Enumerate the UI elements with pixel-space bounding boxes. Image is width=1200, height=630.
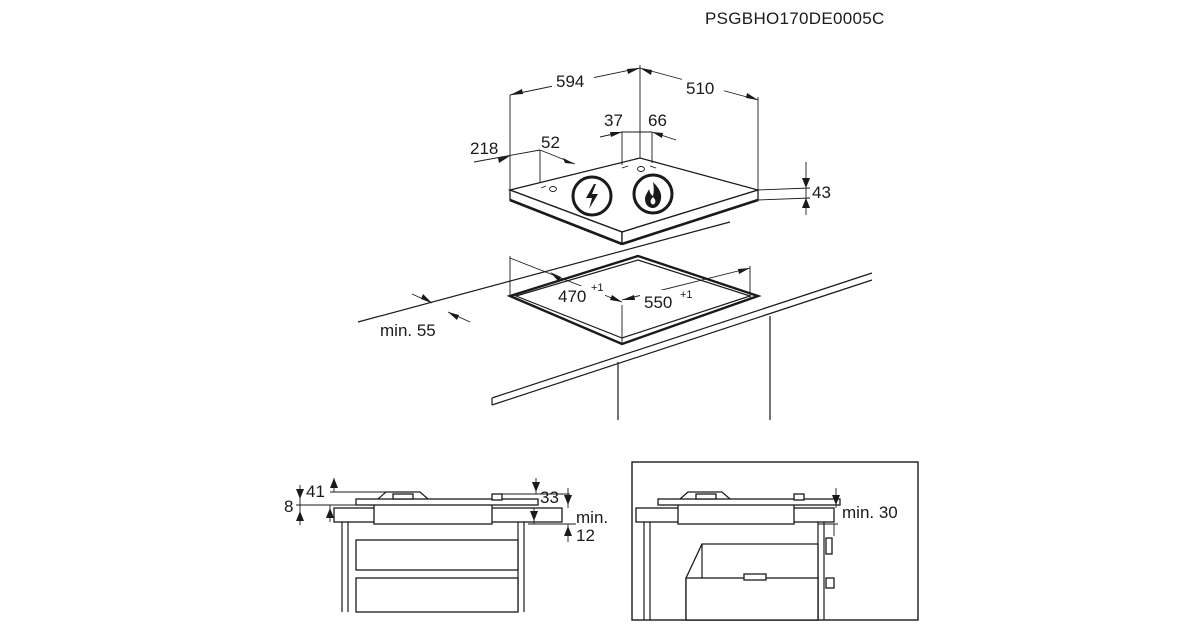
electric-bolt-icon [571, 175, 613, 217]
side-33-label: 33 [540, 488, 559, 507]
knob [637, 166, 645, 172]
cutout-width-label: 550 [644, 293, 672, 312]
side-min-label: min. [576, 508, 608, 527]
oven-handle [743, 573, 767, 581]
hob-plate-section [657, 498, 841, 506]
side-8-label: 8 [284, 497, 293, 516]
offset-218-label: 218 [470, 139, 498, 158]
side-view-oven: min. 30 [631, 461, 919, 621]
drawer [355, 539, 519, 571]
product-code: PSGBHO170DE0005C [705, 9, 885, 28]
offset-66-label: 66 [648, 111, 667, 130]
cutout-width-tolerance: +1 [680, 289, 693, 301]
cutout-depth-label: 470 [558, 287, 586, 306]
side-41-label: 41 [306, 482, 325, 501]
depth-label: 510 [686, 79, 714, 98]
cutout-depth-tolerance: +1 [591, 282, 604, 294]
width-label: 594 [556, 72, 584, 91]
offset-37-label: 37 [604, 111, 623, 130]
height-43-label: 43 [812, 183, 831, 202]
cutout-outline [506, 254, 762, 346]
gas-flame-icon [632, 173, 674, 215]
min-30-label: min. 30 [842, 503, 898, 522]
knob [549, 186, 557, 192]
hob-isometric: 594 510 218 52 37 66 43 [470, 65, 831, 246]
min-55-label: min. 55 [380, 321, 436, 340]
side-view-drawers: 41 8 33 min. 12 [284, 478, 608, 613]
worktop-isometric: 470 +1 550 +1 min. 55 [357, 221, 873, 420]
hob-plate-section [355, 498, 539, 506]
offset-52-label: 52 [541, 133, 560, 152]
side-min-12-label: 12 [576, 526, 595, 545]
drawer [355, 577, 519, 613]
